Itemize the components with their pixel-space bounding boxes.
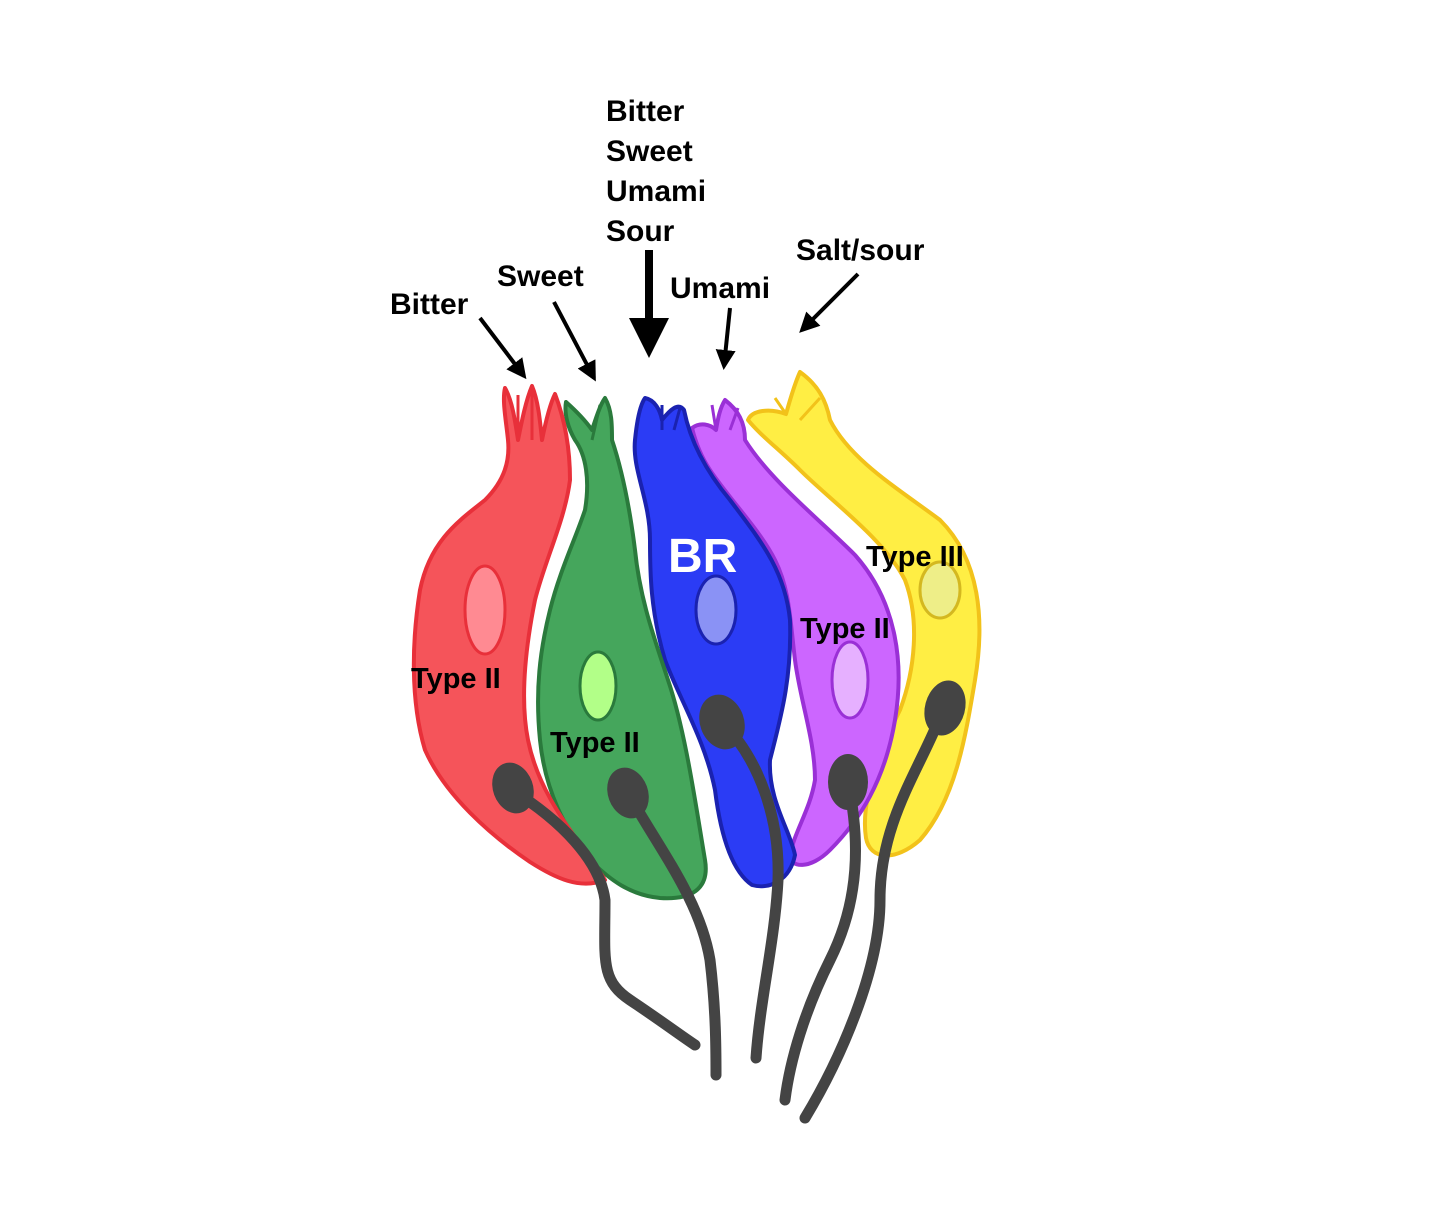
label-br-taste-3: Umami <box>606 175 706 208</box>
label-br-taste-1: Bitter <box>606 95 685 128</box>
label-salt-sour: Salt/sour <box>796 234 925 267</box>
label-sweet: Sweet <box>497 260 584 293</box>
label-type-green: Type II <box>550 727 640 759</box>
label-type-yellow: Type III <box>866 541 964 573</box>
microvilli-purple <box>710 404 740 431</box>
label-br-tastes: Bitter Sweet Umami Sour <box>606 95 706 248</box>
nerve-terminal-blue <box>699 694 745 750</box>
label-type-red: Type II <box>411 663 501 695</box>
nerve-fiber-blue <box>716 716 784 1064</box>
arrow-salt-sour <box>799 272 860 333</box>
microvilli-yellow <box>773 396 822 422</box>
cell-green-type-ii <box>536 396 708 901</box>
nerve-fiber-yellow <box>799 704 949 1124</box>
microvilli-red <box>516 390 534 440</box>
nucleus-red <box>463 564 507 656</box>
cell-red-type-ii <box>411 384 607 886</box>
nerve-fiber-red <box>506 784 701 1051</box>
label-br: BR <box>668 530 737 583</box>
nucleus-purple <box>830 640 870 720</box>
arrow-sweet <box>552 301 596 382</box>
arrow-bitter <box>478 316 527 380</box>
arrow-umami <box>715 307 736 370</box>
nucleus-blue <box>694 574 738 646</box>
cell-yellow-type-iii <box>746 370 982 858</box>
nerve-terminal-yellow <box>924 680 966 736</box>
label-type-purple: Type II <box>800 613 890 645</box>
microvilli-green <box>590 404 602 441</box>
label-br-taste-4: Sour <box>606 215 675 248</box>
microvilli-blue <box>660 405 682 431</box>
nerve-terminal-red <box>492 762 534 814</box>
nerve-fiber-purple <box>779 776 861 1106</box>
label-br-taste-2: Sweet <box>606 135 693 168</box>
label-bitter: Bitter <box>390 288 469 321</box>
nucleus-green <box>578 650 618 722</box>
nerve-terminal-green <box>607 767 649 819</box>
nucleus-yellow <box>918 560 962 620</box>
nerve-terminal-purple <box>828 754 868 810</box>
label-umami: Umami <box>670 272 770 305</box>
nerve-fiber-green <box>622 787 722 1081</box>
